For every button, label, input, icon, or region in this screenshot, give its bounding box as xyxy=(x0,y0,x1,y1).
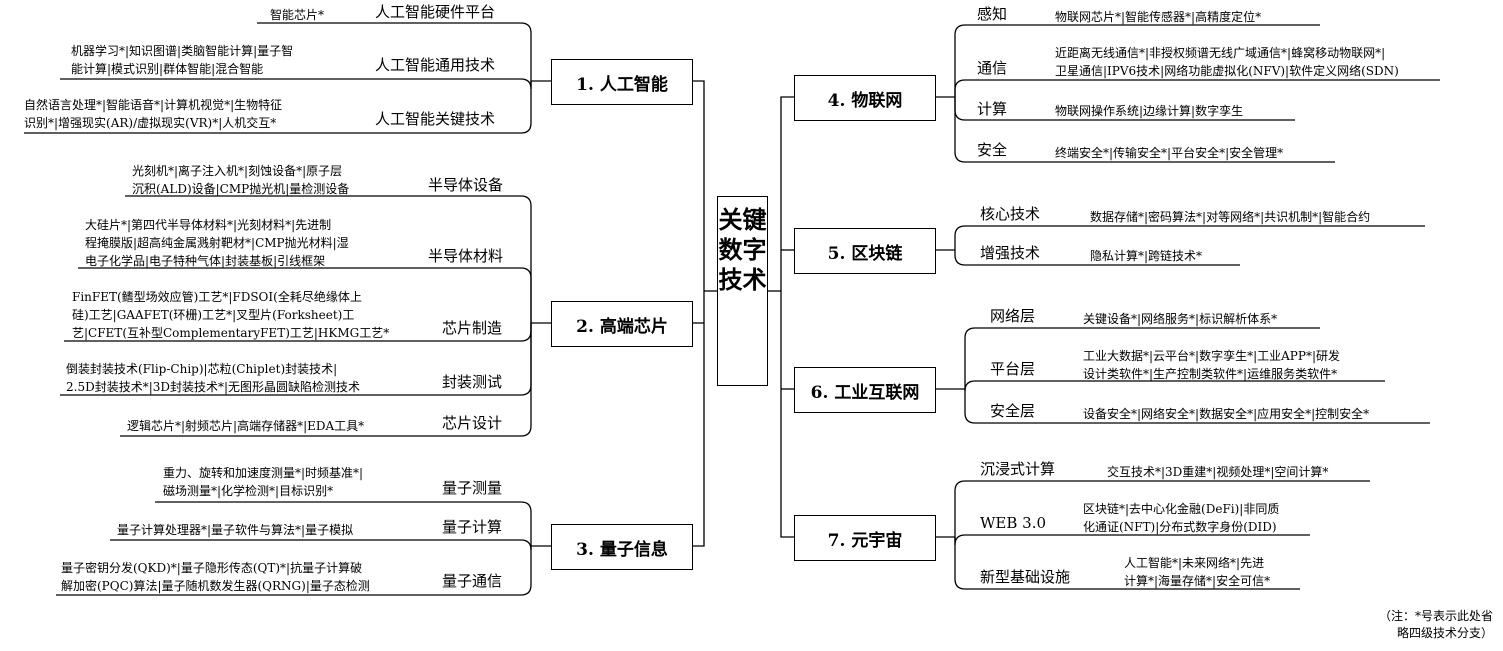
leaf-chip-materials: 大硅片*|第四代半导体材料*|光刻材料*|先进制 程掩膜版|超高纯金属溅射靶材*… xyxy=(85,218,349,268)
leaf-iiot-security: 设备安全*|网络安全*|数据安全*|应用安全*|控制安全* xyxy=(1083,407,1370,421)
label-chip-equipment: 半导体设备 xyxy=(428,176,504,194)
leaf-iot-sensing: 物联网芯片*|智能传感器*|高精度定位* xyxy=(1055,10,1262,24)
label-blockchain-core: 核心技术 xyxy=(980,205,1041,223)
leaf-metaverse-immersive: 交互技术*|3D重建*|视频处理*|空间计算* xyxy=(1107,465,1329,479)
label-ai-general: 人工智能通用技术 xyxy=(375,56,496,74)
leaf-iot-communication: 近距离无线通信*|非授权频谱无线广域通信*|蜂窝移动物联网*| 卫星通信|IPV… xyxy=(1055,46,1399,78)
leaf-quantum-measurement: 重力、旋转和加速度测量*|时频基准*| 磁场测量*|化学检测*|目标识别* xyxy=(163,466,364,498)
label-iiot-security: 安全层 xyxy=(990,402,1036,420)
label-iot-computing: 计算 xyxy=(977,100,1008,118)
metaverse-link-1 xyxy=(954,534,1310,546)
iiot-link-0 xyxy=(964,327,1320,389)
branch-2-chips: 2. 高端芯片 xyxy=(551,301,693,347)
label-blockchain-enhanced: 增强技术 xyxy=(980,244,1041,262)
metaverse-link-0 xyxy=(954,480,1370,537)
leaf-iot-computing: 物联网操作系统|边缘计算|数字孪生 xyxy=(1055,104,1244,118)
quantum-link-2 xyxy=(56,546,532,596)
leaf-ai-hardware: 智能芯片* xyxy=(270,8,325,22)
footnote: （注：*号表示此处省 略四级技术分支） xyxy=(1378,609,1493,640)
branch-4-iot: 4. 物联网 xyxy=(794,75,936,121)
label-metaverse-immersive: 沉浸式计算 xyxy=(980,460,1056,478)
label-ai-key: 人工智能关键技术 xyxy=(375,110,496,128)
label-metaverse-infrastructure: 新型基础设施 xyxy=(980,568,1071,586)
quantum-link-1 xyxy=(110,539,532,551)
metaverse-link-2 xyxy=(954,537,1300,590)
leaf-quantum-computing: 量子计算处理器*|量子软件与算法*|量子模拟 xyxy=(117,523,354,537)
branch-3-quantum: 3. 量子信息 xyxy=(551,524,693,570)
chip-link-0 xyxy=(125,195,532,323)
label-chip-design: 芯片设计 xyxy=(442,414,503,432)
root-node: 关键数字技术 xyxy=(717,196,768,386)
quantum-link-0 xyxy=(155,501,532,546)
label-metaverse-web3: WEB 3.0 xyxy=(980,514,1047,532)
blockchain-link-1 xyxy=(954,250,1240,266)
leaf-iiot-network: 关键设备*|网络服务*|标识解析体系* xyxy=(1083,312,1278,326)
leaf-chip-design: 逻辑芯片*|射频芯片|高端存储器*|EDA工具* xyxy=(127,419,365,433)
leaf-metaverse-infrastructure: 人工智能*|未来网络*|先进 计算*|海量存储*|安全可信* xyxy=(1124,556,1271,588)
leaf-iot-security: 终端安全*|传输安全*|平台安全*|安全管理* xyxy=(1055,146,1284,160)
ai-link-2 xyxy=(24,81,532,134)
label-iot-communication: 通信 xyxy=(977,59,1008,77)
label-chip-manufacturing: 芯片制造 xyxy=(442,319,503,337)
branch-7-metaverse: 7. 元宇宙 xyxy=(794,515,936,561)
ai-link-1 xyxy=(60,78,532,90)
leaf-blockchain-core: 数据存储*|密码算法*|对等网络*|共识机制*|智能合约 xyxy=(1090,210,1371,224)
label-ai-hardware: 人工智能硬件平台 xyxy=(375,3,496,21)
branch-6-industrial-internet: 6. 工业互联网 xyxy=(794,367,936,413)
label-iot-security: 安全 xyxy=(977,141,1008,159)
leaf-metaverse-web3: 区块链*|去中心化金融(DeFi)|非同质 化通证(NFT)|分布式数字身份(D… xyxy=(1083,502,1280,534)
leaf-iiot-platform: 工业大数据*|云平台*|数字孪生*|工业APP*|研发 设计类软件*|生产控制类… xyxy=(1083,349,1340,381)
trunk-right xyxy=(780,96,794,538)
trunk-left xyxy=(691,80,705,547)
leaf-ai-general: 机器学习*|知识图谱|类脑智能计算|量子智 能计算|模式识别|群体智能|混合智能 xyxy=(71,44,294,76)
branch-1-ai: 1. 人工智能 xyxy=(551,59,693,105)
label-iiot-platform: 平台层 xyxy=(990,360,1036,378)
iot-link-1 xyxy=(954,79,1440,97)
label-chip-materials: 半导体材料 xyxy=(428,247,504,265)
leaf-chip-equipment: 光刻机*|离子注入机*|刻蚀设备*|原子层 沉积(ALD)设备|CMP抛光机|量… xyxy=(132,164,350,196)
iot-link-0 xyxy=(954,24,1320,97)
label-iot-sensing: 感知 xyxy=(977,5,1008,23)
chip-link-4 xyxy=(120,323,532,437)
chip-link-1 xyxy=(78,267,532,323)
ai-link-0 xyxy=(257,22,532,81)
label-quantum-computing: 量子计算 xyxy=(442,518,503,536)
leaf-quantum-communication: 量子密钥分发(QKD)*|量子隐形传态(QT)*|抗量子计算破 解加密(PQC)… xyxy=(61,561,370,593)
leaf-chip-manufacturing: FinFET(鳍型场效应管)工艺*|FDSOI(全耗尽绝缘体上 硅)工艺|GAA… xyxy=(72,290,390,340)
label-iiot-network: 网络层 xyxy=(990,307,1036,325)
branch-5-blockchain: 5. 区块链 xyxy=(794,228,936,274)
leaf-blockchain-enhanced: 隐私计算*|跨链技术* xyxy=(1090,249,1203,263)
leaf-ai-key: 自然语言处理*|智能语音*|计算机视觉*|生物特征 识别*|增强现实(AR)/虚… xyxy=(24,98,283,130)
blockchain-link-0 xyxy=(954,225,1425,250)
leaf-chip-packaging: 倒装封装技术(Flip-Chip)|芯粒(Chiplet)封装技术| 2.5D封… xyxy=(66,362,361,394)
iot-link-3 xyxy=(954,97,1335,163)
label-quantum-communication: 量子通信 xyxy=(442,572,503,590)
iiot-link-2 xyxy=(964,389,1430,424)
label-quantum-measurement: 量子测量 xyxy=(442,479,503,497)
label-chip-packaging: 封装测试 xyxy=(442,373,503,391)
